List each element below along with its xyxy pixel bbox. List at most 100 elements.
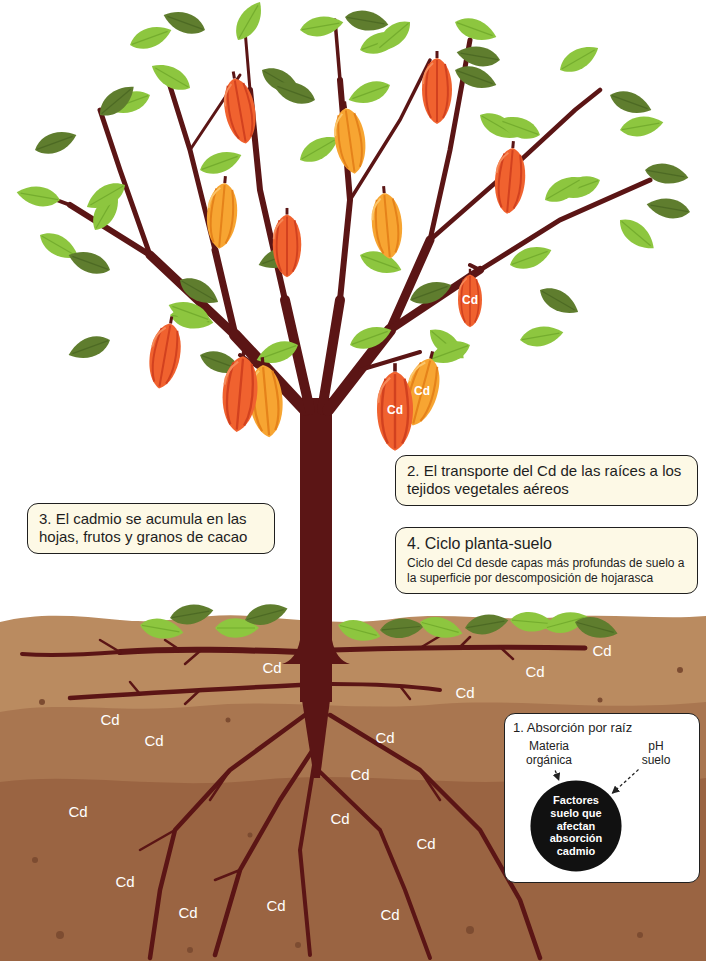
soil-layers	[0, 615, 706, 961]
cadmium-label: Cd	[115, 874, 134, 889]
root	[332, 647, 585, 650]
step-box: 4. Ciclo planta-sueloCiclo del Cd desde …	[395, 527, 698, 594]
leaf	[452, 13, 500, 46]
leaf	[147, 58, 195, 97]
root	[120, 650, 300, 652]
leaf	[242, 599, 290, 629]
leaf	[509, 610, 555, 633]
leaf	[643, 160, 690, 187]
leaf	[65, 331, 113, 364]
leaf	[607, 86, 655, 119]
leaf	[32, 126, 80, 159]
root	[130, 682, 200, 704]
cadmium-label: Cd	[416, 836, 435, 851]
cacao-pod	[273, 208, 302, 277]
branch	[430, 90, 600, 240]
root	[70, 685, 300, 698]
leaf	[230, 0, 269, 45]
leaf	[82, 177, 130, 216]
branches	[30, 20, 650, 410]
node-text: Factores suelo que afectan absorción cad…	[539, 794, 613, 857]
cacao-pod	[144, 314, 186, 391]
cadmium-label: Cd	[178, 905, 197, 920]
leaf	[15, 183, 62, 210]
leaf	[417, 613, 465, 643]
root	[100, 640, 200, 664]
leaf	[298, 13, 345, 40]
root	[140, 770, 440, 880]
cadmium-label: Cd	[380, 907, 399, 922]
root	[318, 770, 430, 958]
cacao-pod	[204, 175, 240, 250]
node-body: Ciclo del Cd desde capas más profundas d…	[407, 556, 686, 586]
cacao-pods	[144, 51, 528, 451]
cadmium-label: Cd	[330, 811, 349, 826]
leaf	[555, 40, 603, 79]
cadmium-label: Cd	[455, 685, 474, 700]
root	[332, 684, 440, 690]
leaf	[370, 15, 416, 58]
leaf	[94, 79, 140, 122]
leaf	[572, 613, 620, 643]
cadmium-label: Cd	[592, 643, 611, 658]
factor-label: Materia orgánica	[509, 740, 589, 768]
cacao-pod	[458, 269, 482, 327]
node-text: Materia orgánica	[509, 740, 589, 768]
cacao-pod	[330, 99, 370, 175]
taproot	[302, 700, 330, 778]
node-text: 1. Absorción por raíz	[513, 720, 691, 736]
leaf	[540, 170, 588, 209]
cacao-pod	[218, 69, 260, 146]
dashed-arrow	[555, 770, 559, 780]
cadmium-label: Cd	[262, 660, 281, 675]
cadmium-label: Cd	[350, 767, 369, 782]
root	[400, 686, 410, 699]
factor-label: pH suelo	[636, 740, 676, 768]
leaf	[165, 296, 213, 329]
root	[300, 765, 314, 955]
leaf	[495, 111, 543, 144]
cadmium-label: Cd	[525, 664, 544, 679]
leaf	[455, 43, 502, 70]
leaf	[253, 336, 301, 369]
cadmium-label: Cd	[387, 404, 403, 416]
root	[22, 652, 120, 655]
cadmium-label: Cd	[68, 804, 87, 819]
circle-fill	[530, 780, 621, 871]
leaf	[535, 282, 583, 321]
soil-middle	[0, 702, 706, 961]
step-box: 3. El cadmio se acumula en las hojas, fr…	[27, 503, 275, 554]
trunk	[282, 398, 350, 778]
leaf	[65, 246, 113, 279]
step-box: 1. Absorción por raízMateria orgánica pH …	[504, 713, 700, 883]
node-text: pH suelo	[636, 740, 676, 768]
step-box: 2. El transporte del Cd de las raíces a …	[395, 455, 698, 506]
cacao-pod	[219, 347, 261, 434]
leaf	[197, 146, 245, 179]
leaf	[507, 241, 555, 274]
branch	[100, 110, 150, 255]
factor-circle: Factores suelo que afectan absorción cad…	[530, 780, 622, 872]
cacao-pod	[492, 140, 528, 215]
node-text: 2. El transporte del Cd de las raíces a …	[407, 462, 686, 498]
branch	[215, 250, 235, 335]
dashed-arrow	[612, 770, 638, 794]
leaf	[347, 321, 395, 354]
leaf	[345, 76, 393, 109]
node-text: 4. Ciclo planta-suelo	[407, 534, 686, 554]
leaves	[15, 0, 692, 379]
root	[215, 745, 316, 955]
root	[420, 636, 513, 659]
cadmium-label: Cd	[266, 898, 285, 913]
cadmium-label: Cd	[100, 712, 119, 727]
leaf	[343, 7, 390, 34]
leaf	[518, 323, 565, 350]
leaf	[270, 76, 318, 109]
leaf	[379, 616, 425, 639]
cadmium-label: Cd	[144, 733, 163, 748]
leaf	[407, 276, 455, 309]
leaf	[645, 195, 692, 222]
leaf	[614, 213, 660, 256]
soil-top	[0, 615, 706, 961]
